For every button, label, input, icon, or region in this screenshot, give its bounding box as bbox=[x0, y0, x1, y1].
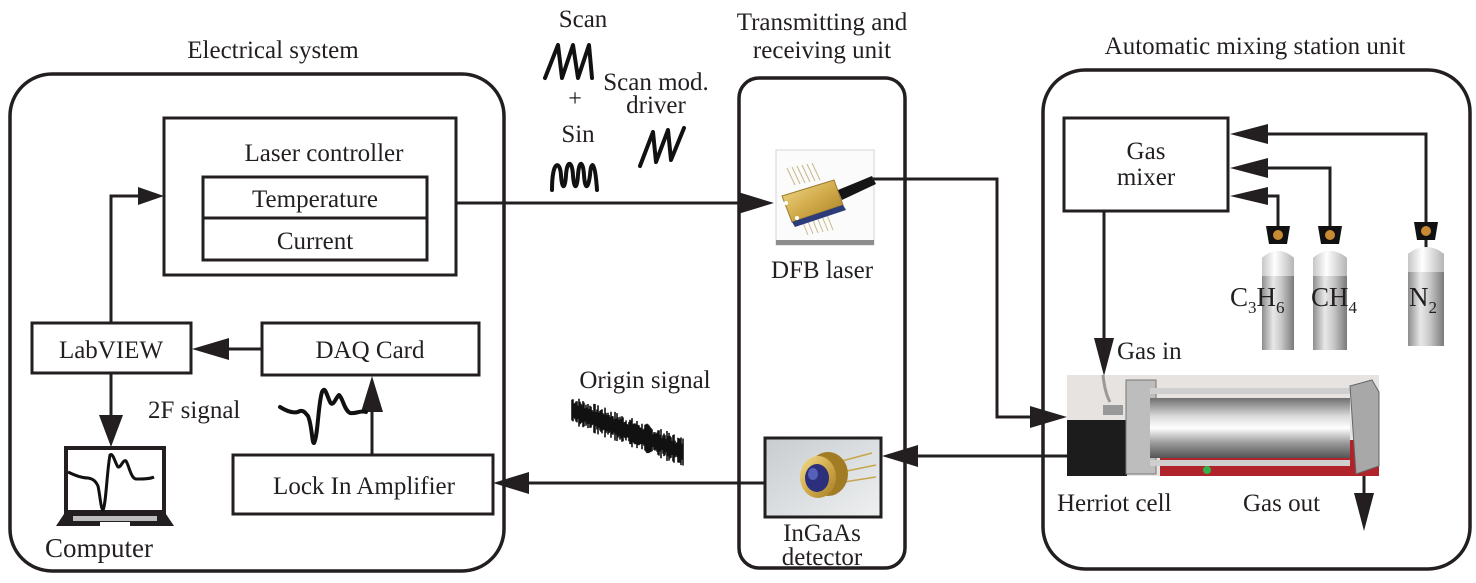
section-title-transmit-line1: Transmitting and bbox=[737, 9, 908, 36]
herriot-cell-image bbox=[1067, 374, 1380, 476]
arrowhead-icon bbox=[1030, 406, 1067, 428]
section-title-transmit-line2: receiving unit bbox=[753, 37, 891, 64]
arrowhead-icon bbox=[493, 472, 529, 494]
ch4-label: CH4 bbox=[1311, 282, 1358, 317]
gas-in-label: Gas in bbox=[1117, 338, 1182, 365]
2f-signal-label: 2F signal bbox=[148, 397, 240, 424]
section-title-mixing: Automatic mixing station unit bbox=[1105, 33, 1406, 60]
arrowhead-icon bbox=[1230, 158, 1268, 178]
arrowhead-icon bbox=[361, 376, 383, 412]
laser-controller: Laser controller Temperature Current bbox=[162, 116, 458, 277]
origin-signal-label: Origin signal bbox=[579, 367, 710, 394]
temperature-label: Temperature bbox=[252, 186, 378, 213]
scan-sawtooth-icon bbox=[543, 43, 594, 80]
labview-label: LabVIEW bbox=[59, 337, 164, 364]
arrowhead-icon bbox=[1230, 124, 1268, 144]
arrowhead-icon bbox=[1354, 493, 1374, 531]
sin-wave-icon bbox=[550, 161, 599, 192]
arrowhead-icon bbox=[192, 338, 229, 360]
arrowhead-icon bbox=[1094, 338, 1114, 376]
laser-controller-label: Laser controller bbox=[245, 140, 405, 167]
scan-mod-label-line1: Scan mod. bbox=[603, 69, 709, 96]
n2-label: N2 bbox=[1409, 282, 1437, 317]
mixing-station-frame bbox=[1041, 68, 1472, 571]
gas-cylinder-c3h6-image bbox=[1262, 226, 1294, 350]
ingaas-detector-image bbox=[763, 436, 883, 519]
plus-label: + bbox=[568, 86, 582, 112]
gas-out-label: Gas out bbox=[1243, 490, 1320, 517]
scan-mod-label-line2: driver bbox=[626, 92, 686, 119]
arrowhead-icon bbox=[138, 187, 164, 205]
current-box bbox=[201, 216, 429, 262]
noise-band bbox=[571, 398, 684, 466]
gas-mixer-label-line1: Gas bbox=[1127, 138, 1166, 165]
detector-label-line2: detector bbox=[782, 544, 863, 571]
arrowhead-icon bbox=[1230, 187, 1268, 205]
arrowhead-icon bbox=[882, 445, 918, 467]
labview-to-controller-line bbox=[109, 194, 140, 323]
lock-in-amplifier-label: Lock In Amplifier bbox=[273, 473, 456, 500]
current-label: Current bbox=[277, 228, 353, 255]
electrical-system-frame bbox=[8, 72, 506, 573]
herriot-cell-label: Herriot cell bbox=[1057, 490, 1172, 517]
lock-in-amplifier-box bbox=[231, 453, 495, 516]
dfb-laser-image bbox=[775, 149, 876, 246]
origin-signal-noise-icon bbox=[571, 398, 684, 466]
ch4-to-mixer-line bbox=[1262, 166, 1332, 230]
scan-mod-sawtooth-icon bbox=[638, 126, 686, 168]
gas-mixer-box bbox=[1062, 116, 1230, 213]
transmit-receive-frame bbox=[737, 76, 907, 570]
c3h6-label: C3H6 bbox=[1230, 282, 1285, 317]
computer-laptop-icon bbox=[56, 446, 174, 526]
section-title-electrical: Electrical system bbox=[187, 37, 359, 64]
detector-label-line1: InGaAs bbox=[783, 520, 861, 547]
scan-label: Scan bbox=[559, 6, 608, 33]
2f-signal-waveform-icon bbox=[278, 387, 368, 446]
daq-card-label: DAQ Card bbox=[315, 337, 425, 364]
gas-mixer-label-line2: mixer bbox=[1117, 164, 1176, 191]
arrowhead-icon bbox=[738, 192, 774, 214]
gas-cylinder-ch4-image bbox=[1313, 226, 1347, 350]
laser-to-cell-line bbox=[872, 177, 1035, 419]
dfb-laser-label: DFB laser bbox=[771, 257, 874, 284]
arrowhead-icon bbox=[99, 415, 123, 447]
sin-label: Sin bbox=[561, 121, 595, 148]
n2-to-mixer-line bbox=[1262, 132, 1428, 250]
computer-label: Computer bbox=[45, 533, 153, 563]
gas-cylinder-n2-image bbox=[1408, 222, 1444, 346]
